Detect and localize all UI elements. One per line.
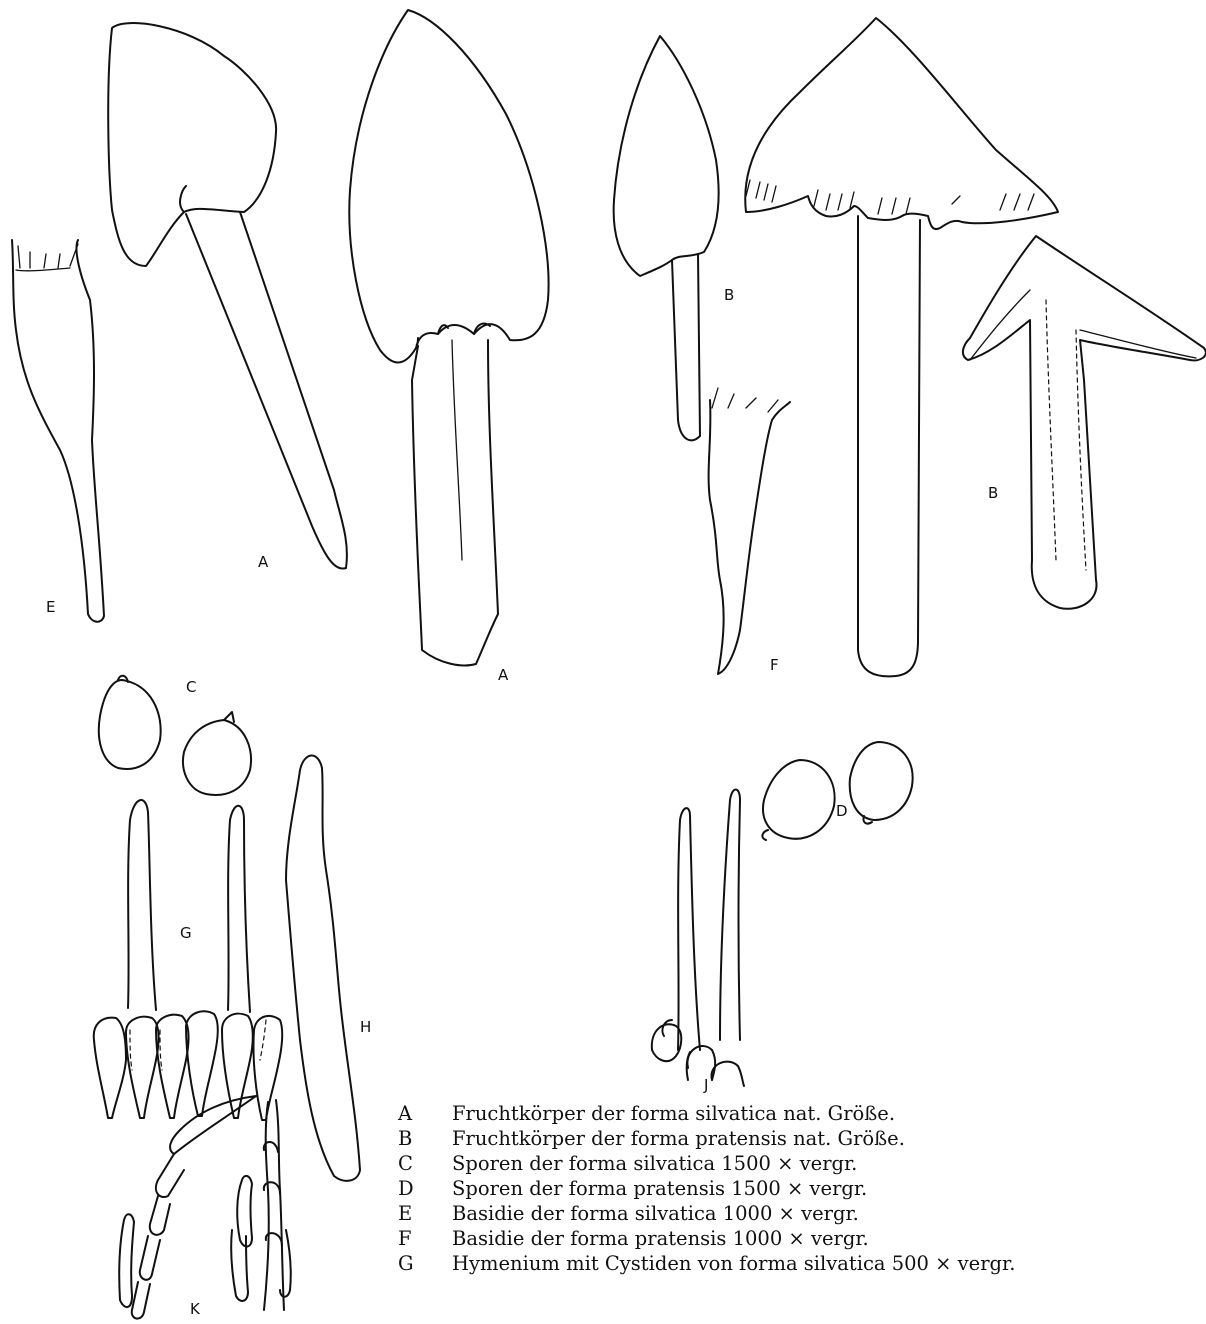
legend-key: A xyxy=(398,1102,452,1125)
legend-key: D xyxy=(398,1177,452,1200)
fruitbody-a-middle-drawing xyxy=(349,10,548,665)
figure-label-k: K xyxy=(190,1302,200,1317)
figure-label-e: E xyxy=(46,600,55,615)
hymenium-g-drawing xyxy=(94,800,282,1120)
legend-text: Fruchtkörper der forma pratensis nat. Gr… xyxy=(452,1127,905,1150)
basidium-e-drawing xyxy=(12,240,104,622)
figure-label-h: H xyxy=(360,1020,371,1035)
legend-text: Basidie der forma silvatica 1000 × vergr… xyxy=(452,1202,859,1225)
figure-label-a-left: A xyxy=(258,555,268,570)
spores-d-drawing xyxy=(762,742,912,840)
hymenium-j-drawing xyxy=(652,790,744,1087)
fruitbody-b-small-drawing xyxy=(614,36,719,440)
figure-label-b-small: B xyxy=(724,288,734,303)
spores-c-drawing xyxy=(99,676,251,795)
legend-text: Sporen der forma silvatica 1500 × vergr. xyxy=(452,1152,857,1175)
figure-label-f: F xyxy=(770,658,779,673)
legend-text: Hymenium mit Cystiden von forma silvatic… xyxy=(452,1252,1015,1275)
legend-key: E xyxy=(398,1202,452,1225)
figure-label-a-middle: A xyxy=(498,668,508,683)
legend-key: C xyxy=(398,1152,452,1175)
legend-text: Fruchtkörper der forma silvatica nat. Gr… xyxy=(452,1102,895,1125)
figure-label-d: D xyxy=(836,804,848,819)
legend-key: G xyxy=(398,1252,452,1275)
figure-label-j: J xyxy=(704,1078,708,1093)
legend-text: Basidie der forma pratensis 1000 × vergr… xyxy=(452,1227,869,1250)
fruitbody-b-section-drawing xyxy=(963,236,1206,609)
cystidium-h-drawing xyxy=(286,755,360,1180)
basidium-f-drawing xyxy=(709,388,790,674)
legend-key: F xyxy=(398,1227,452,1250)
legend-key: B xyxy=(398,1127,452,1150)
figure-label-b-section: B xyxy=(988,486,998,501)
fruitbody-a-left-drawing xyxy=(108,23,347,569)
legend-text: Sporen der forma pratensis 1500 × vergr. xyxy=(452,1177,867,1200)
fruitbody-b-large-drawing xyxy=(745,18,1058,676)
figure-label-g: G xyxy=(180,926,192,941)
figure-label-c: C xyxy=(186,680,196,695)
hyphae-k-drawing xyxy=(119,1096,291,1319)
